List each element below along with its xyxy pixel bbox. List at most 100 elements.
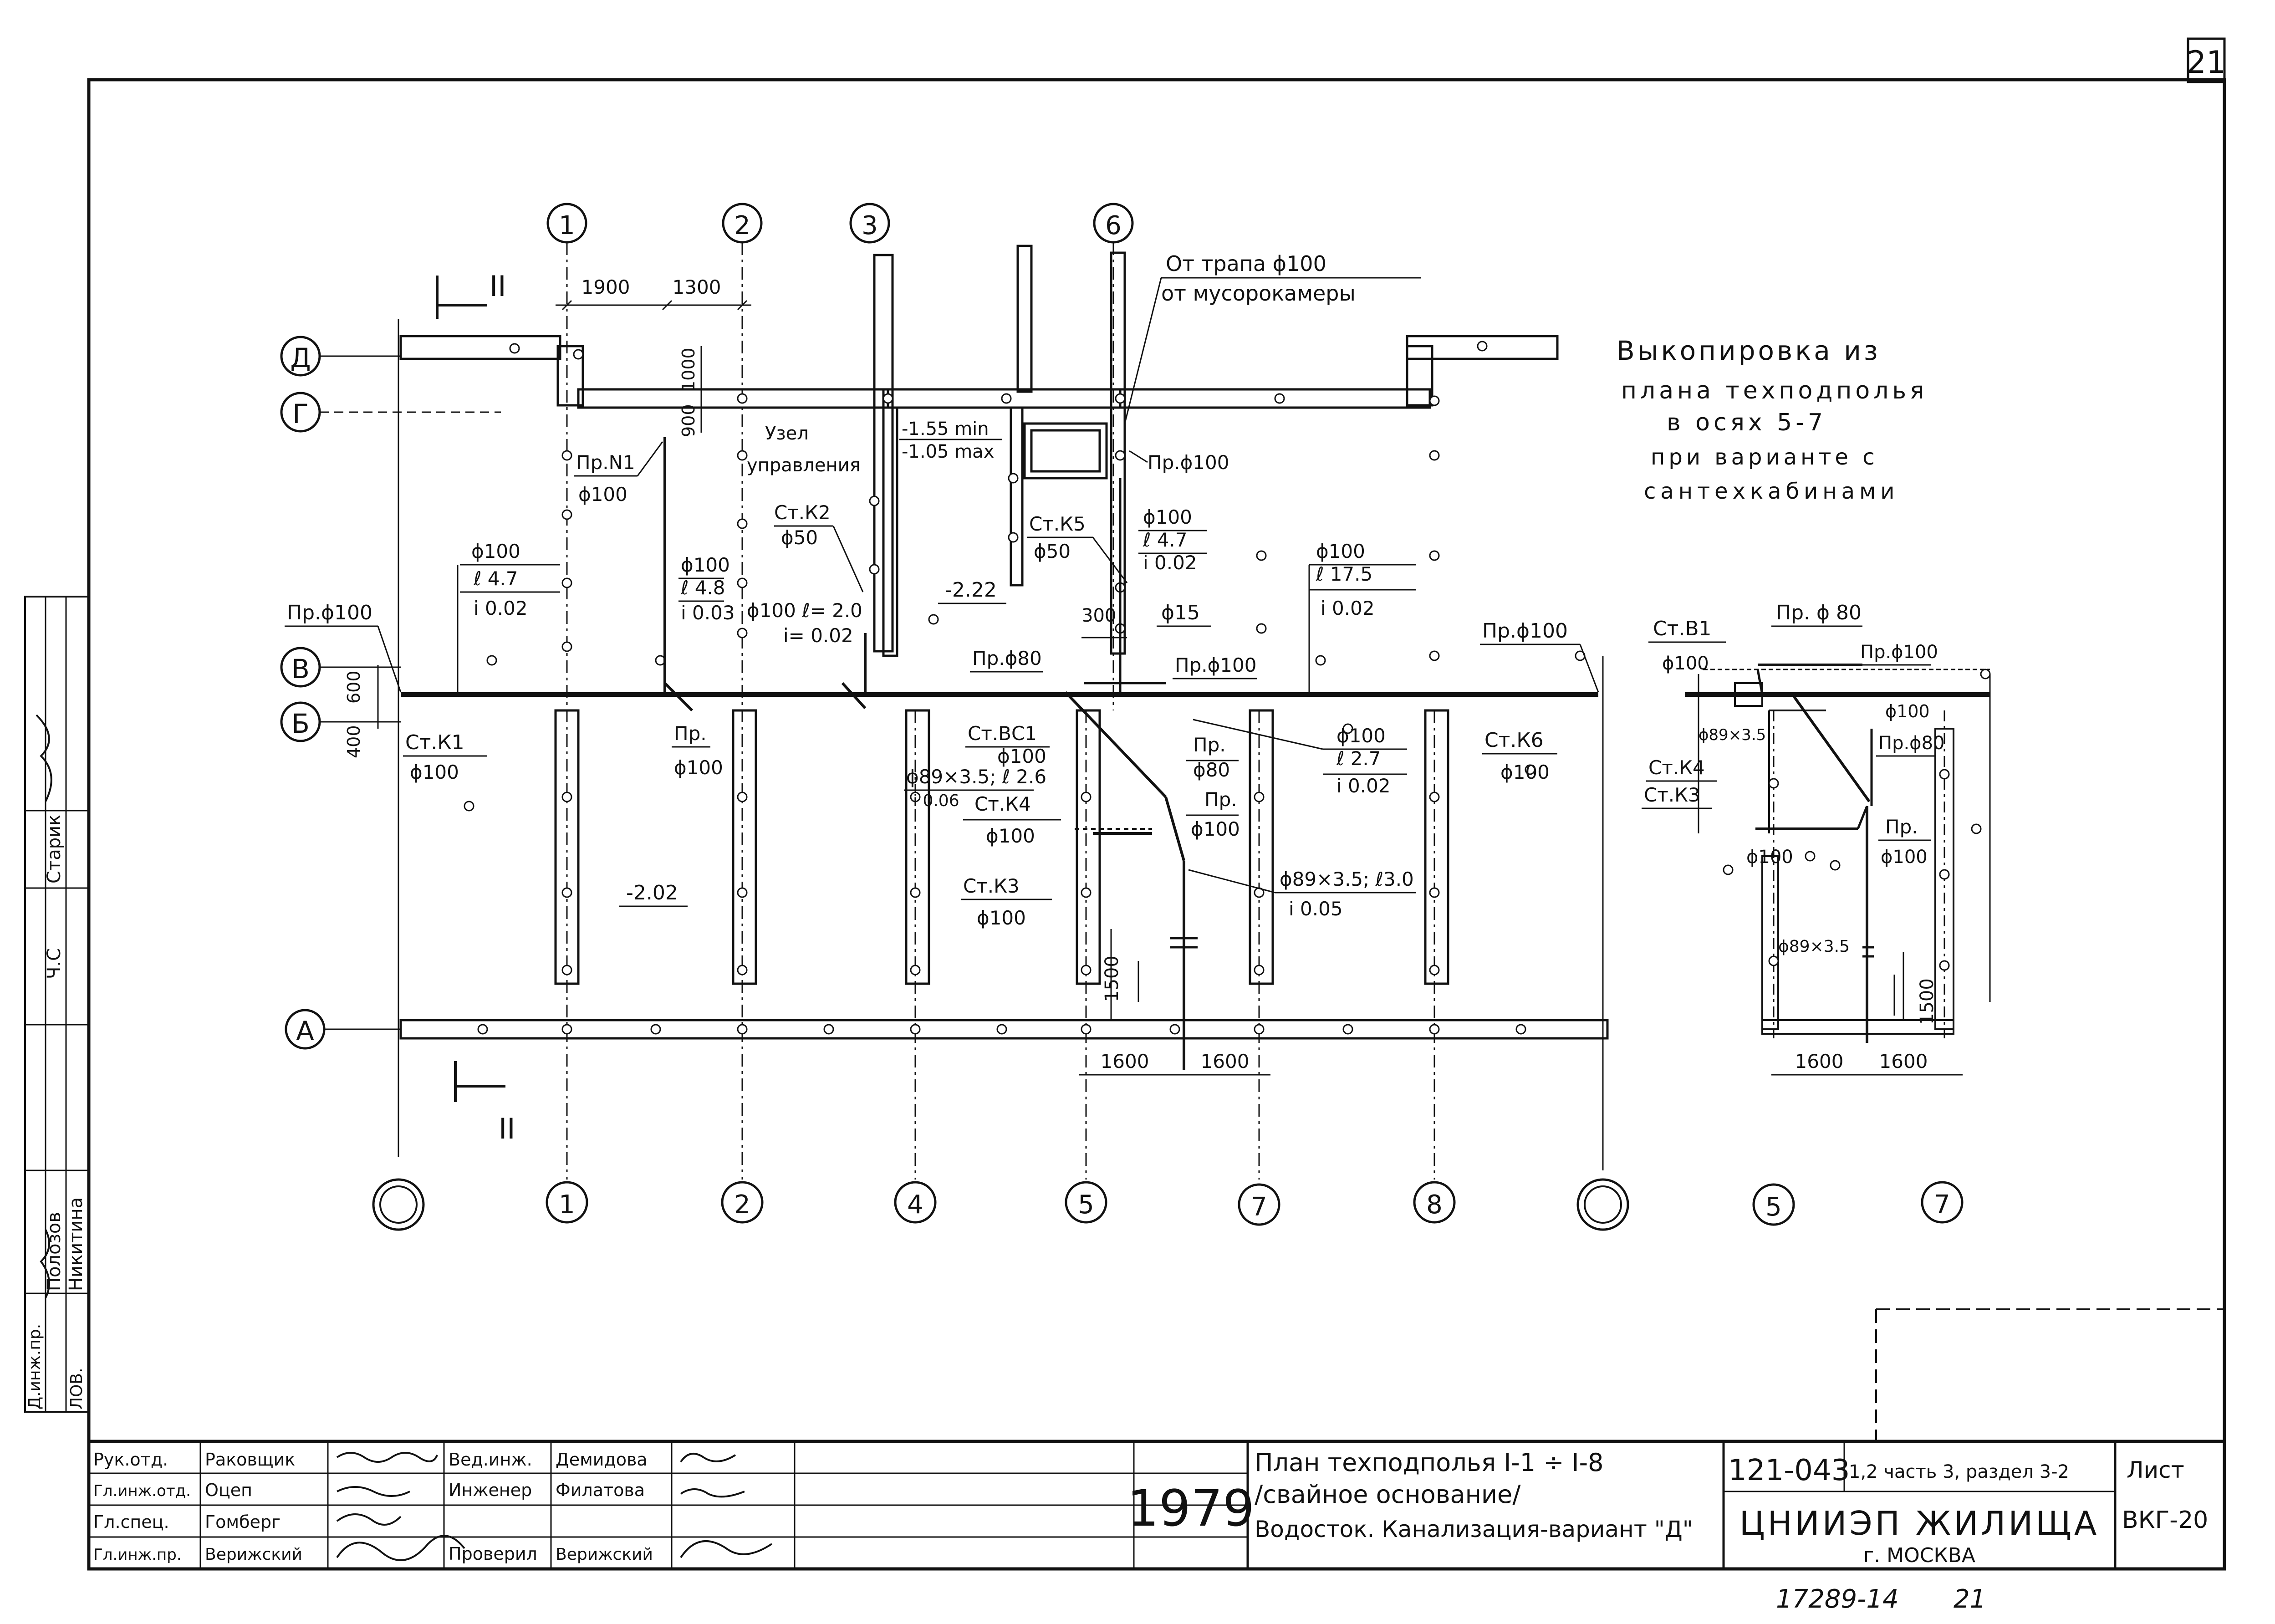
note-uzel-1: Узел bbox=[765, 423, 809, 444]
title-block bbox=[87, 1440, 2226, 1571]
note-lev-min: -1.55 min bbox=[902, 419, 989, 439]
lbl-stk4: Ст.К4 bbox=[974, 793, 1031, 815]
lbl-stk4-d: ϕ100 bbox=[986, 825, 1035, 847]
lbl-pr-n1-d: ϕ100 bbox=[578, 483, 627, 506]
name2-3: Верижский bbox=[556, 1545, 653, 1564]
corner-number: 21 bbox=[2187, 45, 2226, 81]
inset-axis-7: 7 bbox=[1934, 1190, 1950, 1220]
inset-phi100b: ϕ100 bbox=[1746, 847, 1793, 868]
lbl-stk2: Ст.К2 bbox=[774, 501, 831, 524]
section-mark-bottom bbox=[454, 1061, 505, 1102]
lbl-p2-b: ℓ 4.8 bbox=[680, 577, 725, 599]
piles bbox=[464, 341, 1586, 1035]
inset-stk4: Ст.К4 bbox=[1648, 756, 1705, 779]
lbl-stk6: Ст.К6 bbox=[1484, 729, 1544, 752]
lbl-p1-b: ℓ 4.7 bbox=[473, 567, 518, 590]
side-stamp-6: ЛОВ. bbox=[67, 1368, 86, 1410]
dim-1300: 1300 bbox=[673, 276, 721, 298]
name-2: Оцеп bbox=[205, 1480, 252, 1500]
inset-p89b: ϕ89×3.5 bbox=[1778, 937, 1850, 956]
project-number: 121-043 bbox=[1728, 1454, 1850, 1487]
note-musor: от мусорокамеры bbox=[1161, 281, 1356, 306]
dim-1600a: 1600 bbox=[1101, 1050, 1149, 1072]
title-line-1: План техподполья I-1 ÷ I-8 bbox=[1255, 1448, 1603, 1477]
corner-number-box bbox=[2187, 37, 2226, 83]
title-line-2: /свайное основание/ bbox=[1255, 1480, 1521, 1509]
lbl-p5-a: ϕ100 bbox=[1316, 540, 1365, 562]
name-4: Верижский bbox=[205, 1545, 302, 1564]
inset-title-4: при варианте с bbox=[1651, 444, 1878, 470]
signatures bbox=[36, 714, 773, 1561]
lbl-stk5: Ст.К5 bbox=[1029, 513, 1086, 535]
bottom-axis-7: 7 bbox=[1251, 1192, 1267, 1222]
inset-pr-d: ϕ100 bbox=[1881, 847, 1928, 868]
side-stamp-4: Ч.С bbox=[44, 948, 65, 979]
year: 1979 bbox=[1127, 1479, 1255, 1537]
row-label-V: В bbox=[291, 654, 310, 684]
name2-2: Филатова bbox=[556, 1480, 645, 1500]
inset-title-3: в осях 5-7 bbox=[1667, 409, 1826, 436]
lbl-pipe89b-i: i 0.05 bbox=[1289, 898, 1343, 920]
lbl-p5-c: i 0.02 bbox=[1321, 597, 1375, 619]
lbl-stvc1-d: ϕ100 bbox=[997, 745, 1046, 767]
lbl-pr-n1: Пр.N1 bbox=[576, 451, 635, 474]
side-stamp: Д.инж.пр. Полозов Никитина Ч.С Старик ЛО… bbox=[24, 596, 90, 1413]
dim-300: 300 bbox=[1081, 605, 1116, 626]
lbl-p5-b: ℓ 17.5 bbox=[1316, 563, 1372, 585]
lbl-stk3-d: ϕ100 bbox=[977, 907, 1026, 929]
lbl-pr-right: Пр.ϕ100 bbox=[1482, 619, 1568, 643]
dashed-frame bbox=[1875, 1308, 2224, 1441]
bottom-axis-4: 4 bbox=[907, 1190, 923, 1220]
lbl-phi15: ϕ15 bbox=[1161, 601, 1200, 624]
inset-pr80b: Пр.ϕ80 bbox=[1878, 733, 1944, 754]
lbl-stk6-d: ϕ100 bbox=[1500, 761, 1550, 783]
inset-title-5: сантехкабинами bbox=[1644, 479, 1899, 504]
inset: Выкопировка из плана техподполья в осях … bbox=[1617, 335, 1991, 1043]
top-axis-6: 6 bbox=[1105, 211, 1122, 240]
lbl-stvc1: Ст.ВС1 bbox=[968, 722, 1037, 745]
row-label-D: Д bbox=[290, 342, 311, 373]
dim-1900: 1900 bbox=[582, 276, 630, 298]
title-line-3: Водосток. Канализация-вариант "Д" bbox=[1255, 1516, 1693, 1542]
dim-900: 900 bbox=[678, 404, 699, 437]
inset-dim-1500: 1500 bbox=[1917, 978, 1938, 1025]
note-trap: От трапа ϕ100 bbox=[1166, 251, 1326, 276]
section-label-bottom: II bbox=[499, 1112, 515, 1145]
top-axis-1: 1 bbox=[559, 211, 575, 240]
inset-pr80: Пр. ϕ 80 bbox=[1776, 601, 1862, 624]
lbl-p2-a: ϕ100 bbox=[681, 554, 730, 576]
inset-title-2: плана техподполья bbox=[1621, 377, 1928, 404]
lbl-p4-c: i 0.02 bbox=[1143, 552, 1197, 574]
lbl-pipe89-i: i 0.06 bbox=[913, 792, 959, 810]
name-1: Раковщик bbox=[205, 1450, 295, 1470]
org-name: ЦНИИЭП ЖИЛИЩА bbox=[1739, 1504, 2099, 1542]
section-label-top: II bbox=[490, 270, 506, 303]
lbl-pr100b: Пр.ϕ100 bbox=[1175, 654, 1256, 676]
lbl-stk3: Ст.К3 bbox=[963, 875, 1020, 897]
row-label-G: Г bbox=[292, 398, 308, 429]
bottom-axis-2: 2 bbox=[734, 1190, 750, 1220]
lbl-p6-c: i 0.02 bbox=[1336, 775, 1391, 797]
org-city: г. МОСКВА bbox=[1863, 1544, 1975, 1567]
inset-pr100: Пр.ϕ100 bbox=[1860, 642, 1938, 663]
side-stamp-1: Д.инж.пр. bbox=[26, 1324, 44, 1410]
lbl-stk5-d: ϕ50 bbox=[1034, 540, 1071, 562]
lbl-pr80b: Пр. bbox=[1193, 734, 1226, 756]
lbl-p6-b: ℓ 2.7 bbox=[1336, 747, 1381, 770]
row-label-B: Б bbox=[291, 708, 310, 739]
lbl-pr-left: Пр.ϕ100 bbox=[287, 601, 372, 624]
name-3: Гомберг bbox=[205, 1512, 281, 1532]
lbl-p1-a: ϕ100 bbox=[471, 540, 520, 562]
inset-axis-5: 5 bbox=[1765, 1192, 1782, 1222]
inset-stk3: Ст.К3 bbox=[1644, 784, 1700, 806]
inset-phi100a: ϕ100 bbox=[1885, 701, 1930, 721]
dim-1500: 1500 bbox=[1102, 955, 1122, 1002]
inset-stb1-d: ϕ100 bbox=[1662, 653, 1709, 674]
side-stamp-5: Старик bbox=[44, 815, 65, 883]
dim-1600b: 1600 bbox=[1201, 1050, 1250, 1072]
bottom-axis-5: 5 bbox=[1078, 1190, 1094, 1220]
role2-1: Вед.инж. bbox=[449, 1450, 532, 1470]
lbl-p4-a: ϕ100 bbox=[1143, 506, 1192, 528]
role2-3: Проверил bbox=[449, 1544, 537, 1564]
